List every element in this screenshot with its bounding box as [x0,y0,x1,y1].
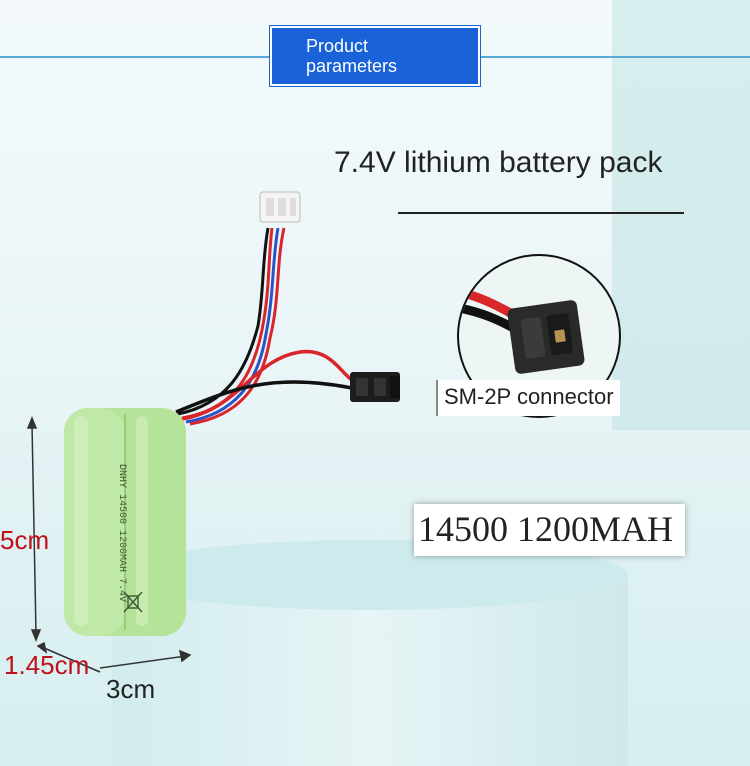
header-title: Product parameters [306,36,397,76]
capacity-label: 14500 1200MAH [414,504,686,556]
power-wires [175,349,354,422]
width-arrow [99,649,192,669]
sm-2p-plug [350,372,400,402]
height-arrow [26,415,42,643]
battery-print-text: DNHY 14500 1200MAH 7.4V [116,464,127,602]
height-dimension-label: 5cm [0,525,50,555]
header-line-1: Product [306,36,369,56]
header-line-2: parameters [306,56,398,76]
connector-zoom-graphic [459,287,585,374]
jst-plug [259,191,301,223]
title-underline [398,212,684,214]
recycle-bin-icon [123,591,143,613]
width-dimension-label: 3cm [106,674,156,704]
product-title: 7.4V lithium battery pack [334,146,663,179]
header-banner: Product parameters [270,26,480,86]
connector-label: SM-2P connector [436,380,620,416]
depth-arrow [36,641,101,673]
battery-pack: DNHY 14500 1200MAH 7.4V [64,408,186,636]
depth-dimension-label: 1.45cm [4,650,90,680]
